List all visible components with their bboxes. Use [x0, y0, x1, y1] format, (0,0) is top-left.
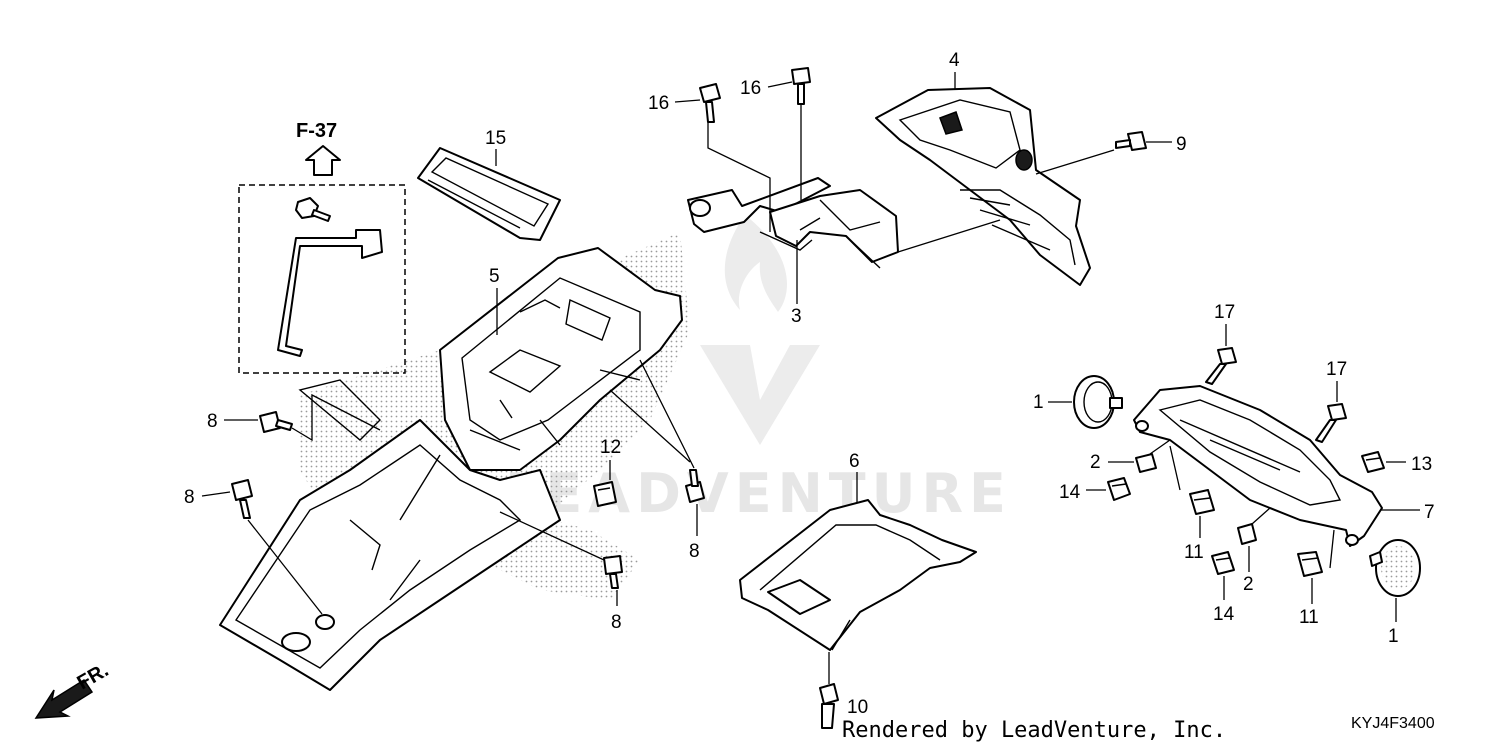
part-16-bolt-a — [699, 83, 721, 123]
part-1-reflector-a — [1073, 375, 1123, 429]
part-11-nut-b — [1297, 551, 1323, 577]
part-5-rear-fender — [439, 247, 683, 471]
part-17-bolt-b — [1315, 403, 1347, 443]
part-15-rubber-band — [417, 147, 561, 241]
callout-2-a: 2 — [1090, 452, 1101, 473]
fender-grommet — [315, 614, 335, 630]
callout-8-c: 8 — [689, 541, 700, 562]
callout-4: 4 — [949, 50, 960, 71]
callout-12: 12 — [600, 437, 621, 458]
part-1-reflector-b — [1369, 539, 1421, 597]
callout-10: 10 — [847, 697, 868, 718]
callout-8-a: 8 — [207, 411, 218, 432]
part-7-reflector-bracket — [1133, 385, 1383, 547]
part-8-bolt-d — [603, 555, 623, 589]
reference-bracket — [277, 229, 383, 357]
diagram-code: KYJ4F3400 — [1351, 715, 1435, 732]
reference-label: F-37 — [296, 120, 337, 142]
part-14-nut-a — [1107, 477, 1131, 501]
part-9-bolt — [1115, 131, 1147, 151]
part-12-clip — [593, 481, 617, 507]
part-8-bolt-c — [685, 469, 705, 503]
callout-16-b: 16 — [740, 78, 761, 99]
up-arrow-icon — [305, 145, 341, 176]
part-10-clip — [819, 683, 839, 729]
part-2-grommet-b — [1237, 523, 1257, 545]
part-8-bolt-a — [259, 411, 293, 433]
render-credit: Rendered by LeadVenture, Inc. — [842, 718, 1227, 743]
part-2-grommet-a — [1135, 453, 1157, 473]
part-17-bolt-a — [1205, 347, 1237, 385]
part-8-bolt-b — [231, 479, 253, 519]
part-14-nut-b — [1211, 551, 1235, 575]
part-11-nut-a — [1189, 489, 1215, 515]
callout-1-a: 1 — [1033, 392, 1044, 413]
callout-8-d: 8 — [611, 612, 622, 633]
callout-17-a: 17 — [1214, 302, 1235, 323]
callout-9: 9 — [1176, 134, 1187, 155]
callout-11-b: 11 — [1299, 607, 1319, 628]
callout-3: 3 — [791, 306, 802, 327]
callout-1-b: 1 — [1388, 626, 1399, 647]
callout-16-a: 16 — [648, 93, 669, 114]
callout-11-a: 11 — [1184, 542, 1204, 563]
part-4-tail-cover — [875, 87, 1115, 286]
reference-bolt — [295, 197, 331, 222]
callout-14-a: 14 — [1059, 482, 1081, 503]
callout-15: 15 — [485, 128, 506, 149]
callout-13: 13 — [1411, 454, 1432, 475]
callout-5: 5 — [489, 266, 500, 287]
callout-6: 6 — [849, 451, 860, 472]
part-lower-fender — [219, 379, 561, 691]
callout-2-b: 2 — [1243, 574, 1254, 595]
part-3-bracket — [687, 104, 899, 269]
reference-f37: F-37 — [238, 120, 406, 374]
callout-14-b: 14 — [1213, 604, 1235, 625]
reference-dashed-box — [238, 184, 406, 374]
part-16-bolt-b — [791, 67, 811, 105]
part-6-lower-cover — [739, 499, 977, 651]
callout-7: 7 — [1424, 502, 1435, 523]
part-13-nut — [1361, 451, 1385, 473]
callout-8-b: 8 — [184, 487, 195, 508]
front-direction-indicator: FR. — [34, 659, 112, 719]
callout-17-b: 17 — [1326, 359, 1347, 380]
front-arrow-icon — [34, 678, 94, 719]
